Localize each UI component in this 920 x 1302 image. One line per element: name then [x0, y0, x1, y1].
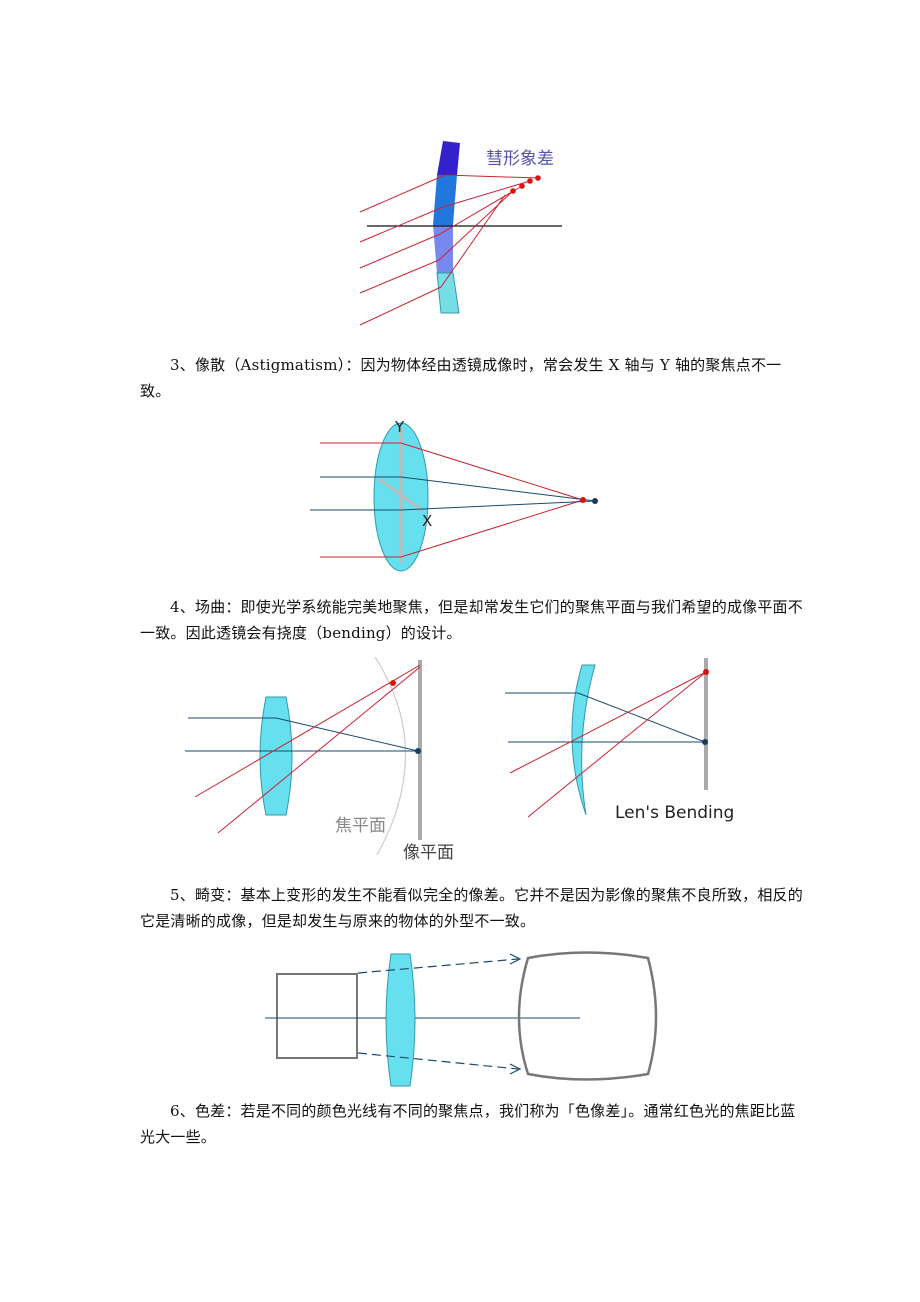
- bending-blue-rays: [505, 692, 706, 743]
- focal-plane-curve: [374, 656, 407, 856]
- lens-x-axis-line: [378, 477, 424, 513]
- astigmatism-red-focus: [580, 497, 586, 503]
- image-plane-label: 像平面: [403, 843, 454, 863]
- coma-focus-points: [510, 175, 541, 194]
- axis-y-label: Y: [394, 418, 405, 436]
- coma-figure: 彗形象差: [359, 141, 562, 326]
- coma-lens-mid: [433, 175, 457, 225]
- paragraph-field-curvature: 4、场曲：即使光学系统能完美地聚焦，但是却常发生它们的聚焦平面与我们希望的成像平…: [140, 598, 803, 642]
- coma-lens-top: [437, 141, 460, 175]
- bending-lens: [571, 664, 596, 816]
- field-curvature-blue-rays: [185, 717, 419, 752]
- field-curvature-lens: [259, 696, 293, 816]
- astigmatism-blue-rays: [310, 476, 596, 511]
- astigmatism-blue-focus: [592, 498, 598, 504]
- distortion-lens: [385, 953, 416, 1087]
- coma-lens-low: [433, 225, 453, 273]
- field-curvature-red-rays: [194, 664, 421, 834]
- bending-red-rays: [509, 671, 707, 818]
- astigmatism-red-rays: [320, 442, 584, 558]
- distorted-image: [517, 951, 658, 1081]
- axis-x-label: X: [422, 512, 432, 530]
- object-square: [276, 973, 358, 1059]
- image-plane-focus-point: [415, 748, 421, 754]
- focal-plane-focus-point: [390, 680, 396, 686]
- distortion-figure: [265, 951, 658, 1087]
- coma-lens-bottom: [436, 272, 460, 314]
- bending-label: Len's Bending: [615, 803, 734, 823]
- distortion-dashed-rays: [357, 953, 522, 1075]
- astigmatism-figure: Y X: [310, 418, 598, 572]
- lens-bending-figure: Len's Bending: [505, 658, 734, 823]
- bending-red-focus: [703, 669, 709, 675]
- coma-label: 彗形象差: [486, 149, 554, 169]
- bending-blue-focus: [702, 739, 708, 745]
- field-curvature-figure: 焦平面 像平面: [185, 656, 454, 863]
- coma-rays: [359, 174, 539, 326]
- focal-plane-label: 焦平面: [335, 816, 386, 836]
- paragraph-chromatic-aberration: 6、色差：若是不同的颜色光线有不同的聚焦点，我们称为「色像差」。通常红色光的焦距…: [140, 1102, 796, 1146]
- paragraph-astigmatism: 3、像散（Astigmatism）：因为物体经由透镜成像时，常会发生 X 轴与 …: [140, 356, 782, 400]
- paragraph-distortion: 5、畸变：基本上变形的发生不能看似完全的像差。它并不是因为影像的聚焦不良所致，相…: [140, 886, 803, 930]
